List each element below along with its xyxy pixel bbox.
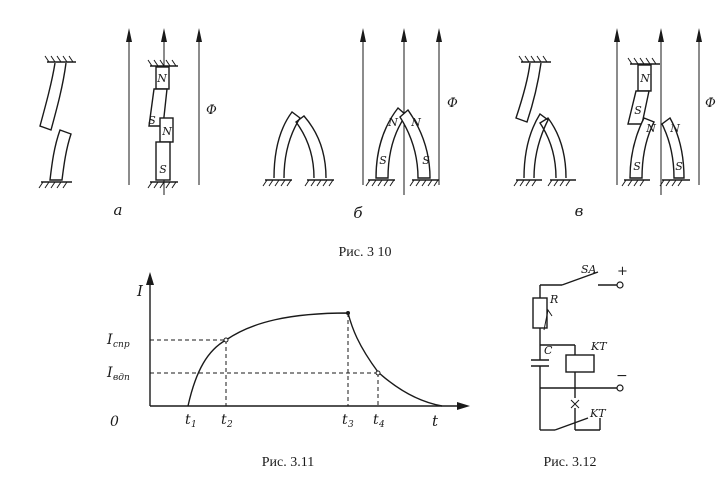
contact-label: KT <box>589 407 607 420</box>
origin-label: 0 <box>110 414 119 430</box>
current-curve <box>187 312 443 407</box>
pole-label: S <box>379 154 387 167</box>
panel-label: а <box>114 201 123 219</box>
panel-a: N S N S Ф а <box>38 28 217 219</box>
flux-label: Ф <box>206 103 217 118</box>
pole-label: S <box>422 154 430 167</box>
svg-text:t: t <box>221 412 227 428</box>
x-axis-arrow <box>457 402 470 410</box>
fig-3-10: N S N S Ф а <box>38 28 716 260</box>
switch-label: SA <box>581 263 597 276</box>
pole-label: S <box>634 104 642 117</box>
figure-caption: Рис. 3 10 <box>339 245 392 260</box>
level-label-pickup: I спр <box>106 332 130 350</box>
svg-text:t: t <box>373 412 379 428</box>
switch-sa <box>561 271 599 286</box>
pole-label: N <box>645 122 656 135</box>
svg-text:вдп: вдп <box>113 373 130 383</box>
fig-3-12: SA + R KT C − KT Рис. 3.12 <box>531 263 628 470</box>
pole-label: N <box>410 116 421 129</box>
time-label-t4: t 4 <box>373 412 385 430</box>
capacitor-label: C <box>544 344 553 357</box>
svg-text:I: I <box>106 332 113 348</box>
pole-label: S <box>148 114 156 127</box>
level-label-release: I вдп <box>106 365 130 383</box>
minus-label: − <box>616 368 628 384</box>
pole-label: S <box>675 160 683 173</box>
flux-label: Ф <box>705 96 716 111</box>
x-axis-label: t <box>432 412 439 430</box>
y-axis-arrow <box>146 272 154 285</box>
minus-terminal <box>616 384 624 392</box>
relay-coil-kt <box>565 354 595 373</box>
relay-label: KT <box>590 340 608 353</box>
pole-label: N <box>156 72 167 85</box>
pole-label: N <box>387 116 398 129</box>
panel-label: б <box>353 204 363 222</box>
plus-label: + <box>617 264 628 279</box>
pole-label: S <box>159 163 167 176</box>
pole-label: N <box>669 122 680 135</box>
time-label-t1: t 1 <box>185 412 197 430</box>
svg-text:t: t <box>185 412 191 428</box>
pole-label: N <box>161 125 172 138</box>
svg-text:спр: спр <box>113 340 130 350</box>
plus-terminal <box>616 281 624 289</box>
figure-caption: Рис. 3.11 <box>262 455 314 470</box>
y-axis-label: I <box>136 282 144 300</box>
panel-c: N S N N S S Ф в <box>513 28 716 220</box>
svg-text:t: t <box>342 412 348 428</box>
contact-kt <box>554 417 589 431</box>
svg-text:1: 1 <box>191 420 197 430</box>
resistor-label: R <box>549 293 558 306</box>
time-label-t3: t 3 <box>342 412 354 430</box>
flux-label: Ф <box>447 96 458 111</box>
figure-caption: Рис. 3.12 <box>544 455 597 470</box>
pole-label: S <box>633 160 641 173</box>
pole-label: N <box>639 72 650 85</box>
panel-label: в <box>575 202 584 220</box>
panel-b: N N S S Ф б <box>262 28 458 222</box>
svg-text:3: 3 <box>348 420 354 430</box>
svg-text:2: 2 <box>226 420 233 430</box>
time-label-t2: t 2 <box>221 412 233 430</box>
svg-text:4: 4 <box>378 420 385 430</box>
fig-3-11: I t 0 I спр I вдп t 1 t 2 t 3 t 4 Рис. 3… <box>106 272 470 470</box>
svg-text:I: I <box>106 365 113 381</box>
